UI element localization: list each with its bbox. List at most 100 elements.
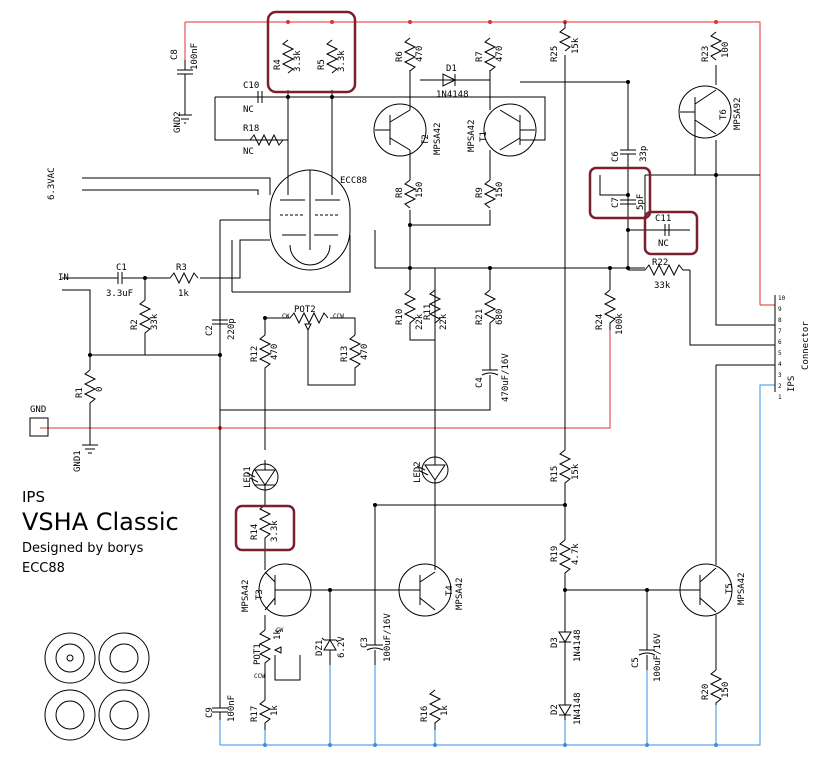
in-label: IN bbox=[58, 273, 69, 283]
r9-val: 150 bbox=[495, 182, 505, 198]
title-ips: IPS bbox=[22, 488, 45, 506]
connector-pin-10: 10 bbox=[778, 295, 786, 302]
r3-val: 1k bbox=[178, 289, 189, 299]
r5-ref: R5 bbox=[317, 59, 327, 70]
junction-dots bbox=[88, 80, 718, 592]
connector-pin-4: 4 bbox=[778, 361, 782, 368]
c11-val: NC bbox=[658, 239, 669, 249]
c4-ref: C4 bbox=[475, 377, 485, 388]
connector-pin-9: 9 bbox=[778, 306, 782, 313]
r12-val: 470 bbox=[270, 344, 280, 360]
gnd-label: GND bbox=[30, 405, 46, 415]
r15-val: 15k bbox=[571, 463, 581, 480]
r22-ref: R22 bbox=[652, 258, 668, 268]
connector-pin-7: 7 bbox=[778, 328, 782, 335]
r16-val: 1k bbox=[440, 705, 450, 716]
t6-ref: T6 bbox=[719, 109, 729, 120]
t4-ref: T4 bbox=[445, 585, 455, 596]
r18-ref: R18 bbox=[243, 124, 259, 134]
r24-val: 100k bbox=[615, 313, 625, 335]
r2-val: 33k bbox=[150, 313, 160, 330]
t3-val: MPSA42 bbox=[241, 579, 251, 612]
led-outlines bbox=[251, 456, 449, 491]
signal-wires bbox=[62, 55, 776, 700]
r6-ref: R6 bbox=[395, 51, 405, 62]
c7-val: 5pF bbox=[636, 194, 646, 210]
r1-ref: R1 bbox=[75, 387, 85, 398]
r2-ref: R2 bbox=[130, 319, 140, 330]
d2-ref: D2 bbox=[550, 704, 560, 715]
component-labels: IPS VSHA Classic Designed by borys ECC88… bbox=[22, 37, 811, 725]
t4-val: MPSA42 bbox=[455, 577, 465, 610]
connector-pin-6: 6 bbox=[778, 339, 782, 346]
r21-ref: R21 bbox=[475, 309, 485, 325]
negative-rail bbox=[219, 384, 775, 747]
r7-val: 470 bbox=[495, 46, 505, 62]
r4-ref: R4 bbox=[273, 59, 283, 70]
tube-ecc88-symbol bbox=[269, 169, 351, 271]
connector-pin-1: 1 bbox=[778, 394, 782, 401]
r7-ref: R7 bbox=[475, 51, 485, 62]
r17-val: 1k bbox=[270, 705, 280, 716]
led1-ref: LED1 bbox=[243, 466, 253, 488]
pot2-ccw: CCW bbox=[333, 313, 344, 320]
c5-val: 100uF/16V bbox=[653, 633, 663, 682]
d1-ref: D1 bbox=[446, 64, 457, 74]
c5-ref: C5 bbox=[631, 657, 641, 668]
d1-val: 1N4148 bbox=[436, 90, 469, 100]
c6-val: 33p bbox=[639, 146, 649, 162]
t1-val: MPSA42 bbox=[467, 119, 477, 152]
r6-val: 470 bbox=[415, 46, 425, 62]
c9-val: 100nF bbox=[227, 695, 237, 722]
r8-ref: R8 bbox=[395, 187, 405, 198]
r18-val: NC bbox=[243, 147, 254, 157]
t3-ref: T3 bbox=[255, 589, 265, 600]
positive-rail bbox=[40, 20, 775, 430]
c3-val: 100uF/16V bbox=[383, 613, 393, 662]
capacitor-symbols bbox=[110, 60, 690, 720]
tube-label: ECC88 bbox=[340, 176, 367, 186]
dz1-val: 6.2V bbox=[337, 636, 347, 658]
r25-val: 15k bbox=[571, 37, 581, 54]
connector-pin-8: 8 bbox=[778, 317, 782, 324]
ground-symbols bbox=[29, 417, 98, 454]
t1-ref: T1 bbox=[479, 131, 489, 142]
r1-val: 0 bbox=[95, 387, 105, 392]
r10-ref: R10 bbox=[395, 309, 405, 325]
r8-val: 150 bbox=[415, 182, 425, 198]
d2-val: 1N4148 bbox=[573, 692, 583, 725]
title-vsha-classic: VSHA Classic bbox=[22, 508, 179, 536]
heater-label: 6.3VAC bbox=[47, 167, 57, 200]
c1-val: 3.3uF bbox=[106, 289, 133, 299]
transistor-symbols bbox=[258, 85, 733, 617]
connector-pin-2: 2 bbox=[778, 383, 782, 390]
c10-ref: C10 bbox=[243, 81, 259, 91]
connector-pin-5: 5 bbox=[778, 350, 782, 357]
c6-ref: C6 bbox=[611, 151, 621, 162]
c8-ref: C8 bbox=[170, 49, 180, 60]
r3-ref: R3 bbox=[176, 263, 187, 273]
dz1-ref: DZ1 bbox=[315, 640, 325, 656]
t2-ref: T2 bbox=[421, 134, 431, 145]
title-designer: Designed by borys bbox=[22, 541, 144, 556]
d3-ref: D3 bbox=[550, 637, 560, 648]
r11-val: 22k bbox=[439, 313, 449, 330]
t2-val: MPSA42 bbox=[433, 122, 443, 155]
c10-val: NC bbox=[243, 105, 254, 115]
r13-val: 470 bbox=[360, 344, 370, 360]
r22-val: 33k bbox=[654, 281, 671, 291]
r13-ref: R13 bbox=[340, 346, 350, 362]
r11-ref: R11 bbox=[423, 304, 433, 320]
r24-ref: R24 bbox=[595, 314, 605, 330]
c1-ref: C1 bbox=[116, 263, 127, 273]
r10-val: 22k bbox=[415, 313, 425, 330]
r12-ref: R12 bbox=[250, 346, 260, 362]
r20-val: 150 bbox=[721, 682, 731, 698]
pot1-symbol bbox=[258, 629, 282, 690]
r17-ref: R17 bbox=[250, 706, 260, 722]
r25-ref: R25 bbox=[550, 46, 560, 62]
r5-val: 3.3k bbox=[337, 50, 347, 72]
r19-val: 4.7k bbox=[571, 543, 581, 565]
r20-ref: R20 bbox=[701, 684, 711, 700]
